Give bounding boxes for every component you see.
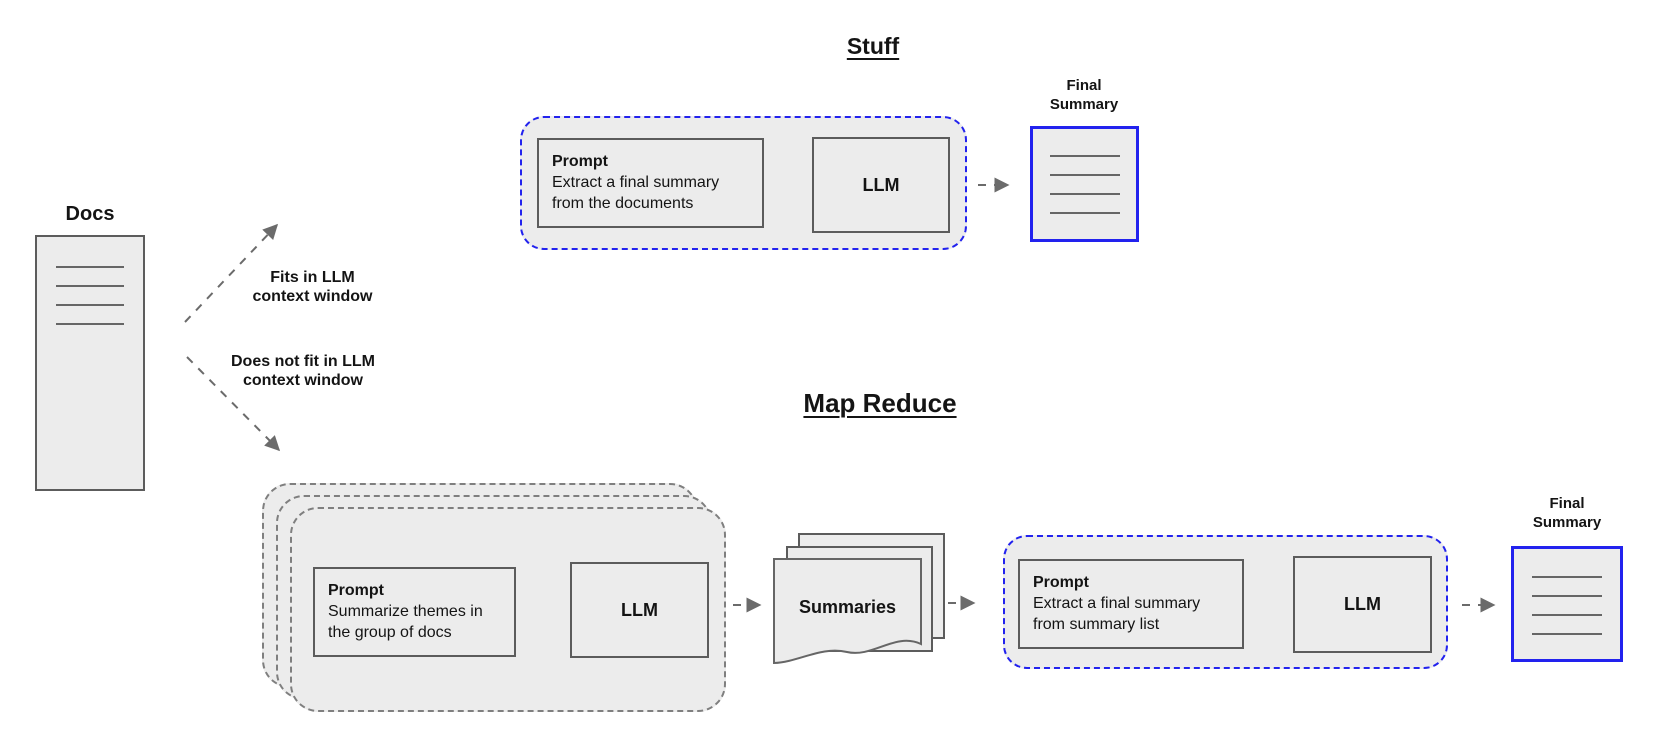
fits-label: Fits in LLM context window	[230, 268, 395, 306]
reduce-final-summary-doc	[1511, 546, 1623, 662]
reduce-prompt-text: Prompt Extract a final summary from summ…	[1020, 561, 1242, 646]
reduce-prompt-box: Prompt Extract a final summary from summ…	[1018, 559, 1244, 649]
does-not-fit-label-line1: Does not fit in LLM	[231, 353, 375, 370]
stuff-prompt-box: Prompt Extract a final summary from the …	[537, 138, 764, 228]
stuff-title: Stuff	[846, 33, 900, 59]
fits-label-line2: context window	[252, 288, 373, 305]
map-llm-box: LLM	[570, 562, 709, 658]
map-prompt-title: Prompt	[328, 582, 384, 599]
document-lines-icon	[37, 237, 143, 325]
summaries-label: Summaries	[798, 597, 897, 617]
document-lines-icon	[1514, 549, 1620, 635]
reduce-prompt-line2: from summary list	[1033, 616, 1160, 633]
fits-label-line1: Fits in LLM	[270, 269, 355, 286]
stuff-final-summary-label-line1: Final	[1066, 77, 1102, 94]
reduce-final-summary-label: Final Summary	[1506, 494, 1628, 532]
docs-document-shape	[35, 235, 145, 491]
stuff-prompt-line2: from the documents	[552, 195, 694, 212]
wavy-document-shape	[773, 558, 922, 665]
map-reduce-title: Map Reduce	[803, 388, 957, 418]
reduce-llm-box: LLM	[1293, 556, 1432, 653]
document-lines-icon	[1033, 129, 1136, 214]
reduce-final-summary-label-line2: Summary	[1532, 514, 1602, 531]
map-prompt-line2: the group of docs	[328, 624, 452, 641]
fits-branch-arrow	[184, 223, 279, 323]
does-not-fit-label-line2: context window	[243, 372, 363, 389]
stuff-prompt-text: Prompt Extract a final summary from the …	[539, 140, 762, 225]
stuff-prompt-line1: Extract a final summary	[552, 174, 720, 191]
stuff-final-summary-label: Final Summary	[1023, 76, 1145, 114]
stuff-final-summary-label-line2: Summary	[1049, 96, 1119, 113]
reduce-prompt-title: Prompt	[1033, 574, 1089, 591]
docs-label: Docs	[65, 203, 115, 225]
stuff-final-summary-doc	[1030, 126, 1139, 242]
map-prompt-box: Prompt Summarize themes in the group of …	[313, 567, 516, 657]
stuff-llm-box: LLM	[812, 137, 950, 233]
reduce-final-summary-label-line1: Final	[1549, 495, 1585, 512]
does-not-fit-branch-arrow	[186, 356, 281, 452]
reduce-prompt-line1: Extract a final summary	[1033, 595, 1201, 612]
does-not-fit-label: Does not fit in LLM context window	[208, 352, 398, 390]
summaries-doc-front	[773, 558, 922, 665]
stuff-prompt-title: Prompt	[552, 153, 608, 170]
map-prompt-line1: Summarize themes in	[328, 603, 483, 620]
map-prompt-text: Prompt Summarize themes in the group of …	[315, 569, 514, 654]
